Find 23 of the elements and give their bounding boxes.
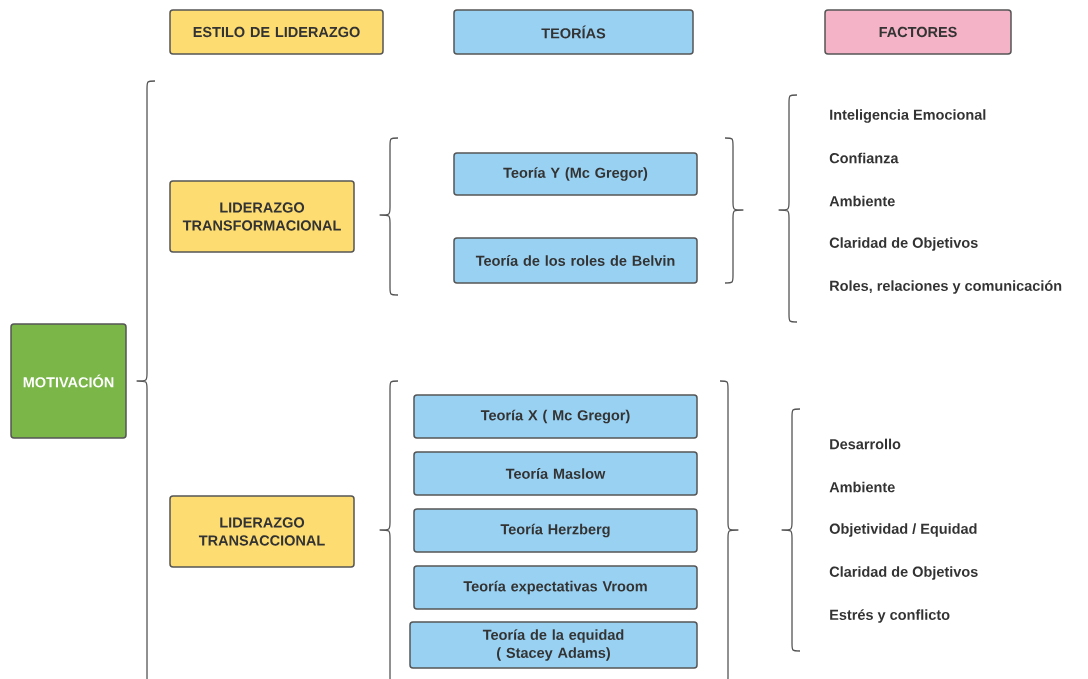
factor-text: Confianza [829, 152, 899, 164]
factor-text: Claridad de Objetivos [829, 566, 978, 580]
header-box: TEORÍAS [453, 9, 694, 55]
factor-text: Roles, relaciones y comunicación [830, 280, 1062, 294]
theory-box: Teoría Herzberg [413, 508, 698, 553]
factor-text: Desarrollo [830, 438, 901, 450]
style-box: LIDERAZGO TRANSACCIONAL [169, 495, 355, 568]
theory-box: Teoría Maslow [413, 451, 698, 496]
factor-text: Claridad de Objetivos [829, 237, 978, 251]
theory-box: Teoría expectativas Vroom [413, 565, 698, 610]
theory-box: Teoría X ( Mc Gregor) [413, 394, 698, 439]
style-box: LIDERAZGO TRANSFORMACIONAL [169, 180, 355, 253]
header-box: FACTORES [824, 9, 1012, 55]
topic-box: MOTIVACIÓN [10, 323, 127, 439]
theory-box: Teoría Y (Mc Gregor) [453, 152, 698, 196]
factor-text: Inteligencia Emocional [830, 109, 986, 123]
factor-text: Ambiente [829, 481, 895, 493]
theory-box: Teoría de los roles de Belvin [453, 237, 698, 284]
factor-text: Estrés y conflicto [830, 609, 950, 623]
factor-text: Objetividad / Equidad [829, 523, 977, 537]
header-box: ESTILO DE LIDERAZGO [169, 9, 384, 55]
theory-box: Teoría de la equidad ( Stacey Adams) [409, 621, 698, 669]
factor-text: Ambiente [829, 195, 895, 207]
